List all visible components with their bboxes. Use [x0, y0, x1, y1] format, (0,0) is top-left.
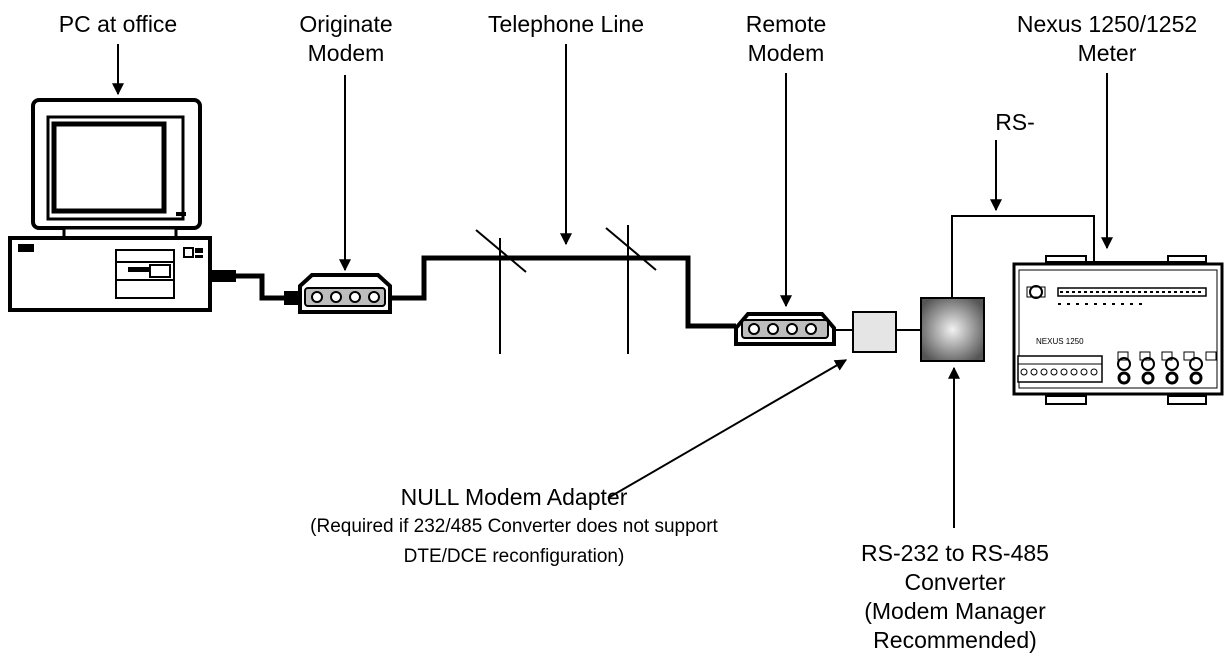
null-adapter-label: NULL Modem Adapter (Required if 232/485 … — [310, 484, 718, 567]
remote-modem-label: Remote Modem — [745, 11, 827, 66]
telephone-poles — [475, 225, 657, 354]
pc-label: PC at office — [58, 11, 178, 37]
arrow-null-adapter — [607, 359, 848, 499]
nexus-meter-icon: NEXUS 1250 — [1012, 255, 1224, 405]
annotation-arrows — [112, 44, 1113, 528]
meter-model-text: NEXUS 1250 — [1036, 337, 1084, 346]
serial-cable — [236, 273, 298, 301]
null-modem-adapter-box — [852, 311, 897, 353]
originate-modem-icon — [284, 273, 392, 314]
converter-box — [920, 297, 985, 362]
meter-label: Nexus 1250/1252 Meter — [1016, 11, 1198, 66]
telephone-line — [390, 255, 736, 329]
originate-modem-label: Originate Modem — [299, 11, 393, 66]
rs485-line — [951, 215, 1095, 298]
telephone-line-label: Telephone Line — [487, 11, 645, 37]
remote-modem-icon — [734, 312, 836, 346]
rs-bus-label: RS- — [995, 109, 1035, 135]
pc-icon — [8, 98, 236, 312]
converter-label: RS-232 to RS-485 Converter (Modem Manage… — [861, 540, 1049, 653]
